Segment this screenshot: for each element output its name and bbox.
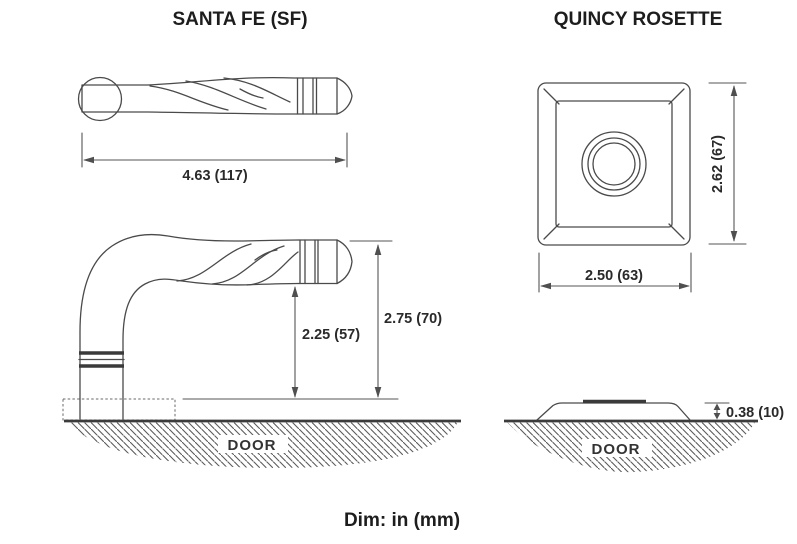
lever-side-tip bbox=[336, 239, 353, 285]
rosette-inner-square bbox=[555, 100, 673, 228]
rosette-height-dimension-label: 2.62 (67) bbox=[710, 135, 726, 193]
left-drawing-title: SANTA FE (SF) bbox=[172, 9, 307, 30]
rosette-hub-circles bbox=[581, 131, 647, 197]
right-drawing-title: QUINCY ROSETTE bbox=[554, 9, 723, 30]
lever-side-collar-lines bbox=[297, 239, 338, 285]
door-section-left: DOOR bbox=[64, 419, 461, 468]
rosette-front-view bbox=[537, 82, 691, 246]
lever-length-dimension: 4.63 (117) bbox=[81, 132, 348, 184]
lever-side-inner-edge bbox=[122, 278, 299, 420]
lever-stem-bands bbox=[78, 351, 125, 368]
dimension-units-note: Dim: in (mm) bbox=[344, 510, 460, 531]
lever-top-twist-lines bbox=[149, 77, 291, 111]
rosette-side-view: 0.38 (10) DOOR bbox=[504, 399, 784, 473]
rosette-bevel-lines bbox=[543, 88, 685, 240]
lever-projection-dimensions: 2.25 (57) 2.75 (70) bbox=[182, 240, 442, 400]
lever-end-cap-circle bbox=[77, 76, 123, 122]
rosette-width-dimension-label: 2.50 (63) bbox=[585, 268, 643, 284]
grip-clearance-dimension-label: 2.25 (57) bbox=[302, 327, 360, 343]
lever-top-view bbox=[77, 76, 353, 122]
lever-side-view bbox=[62, 233, 353, 421]
projection-dimension-label: 2.75 (70) bbox=[384, 311, 442, 327]
rosette-width-dimension: 2.50 (63) bbox=[538, 252, 692, 293]
door-label-backing-left bbox=[218, 435, 288, 453]
lever-top-outline bbox=[81, 76, 353, 115]
door-label-left: DOOR bbox=[228, 437, 277, 454]
rosette-height-dimension: 2.62 (67) bbox=[708, 82, 747, 245]
rosette-outer-square bbox=[537, 82, 691, 246]
lever-top-collar-lines bbox=[296, 77, 338, 115]
lever-side-outer-edge bbox=[79, 233, 299, 420]
door-label-right: DOOR bbox=[592, 441, 641, 458]
rosette-thickness-dimension: 0.38 (10) bbox=[704, 402, 784, 421]
rosette-thickness-dimension-label: 0.38 (10) bbox=[726, 405, 784, 421]
lever-length-dimension-label: 4.63 (117) bbox=[182, 168, 247, 184]
door-label-backing-right bbox=[582, 439, 652, 457]
lever-side-twist-lines bbox=[176, 243, 299, 286]
rosette-profile-outline bbox=[536, 402, 691, 421]
